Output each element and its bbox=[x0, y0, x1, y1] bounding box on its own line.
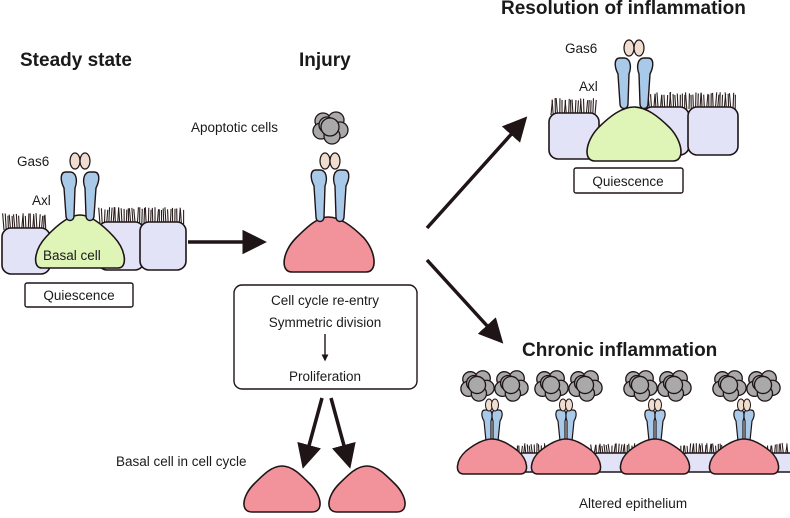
daughter-cell-label: Basal cell in cell cycle bbox=[116, 454, 247, 469]
title-chronic-inflammation: Chronic inflammation bbox=[522, 340, 717, 361]
gas6-ligand bbox=[738, 399, 751, 411]
altered-epithelium-label: Altered epithelium bbox=[579, 496, 687, 511]
apoptotic-cell-icon bbox=[495, 371, 528, 401]
steady-state-panel: Gas6 Axl Basal cell Quiescence bbox=[2, 153, 186, 307]
symmetric-division-label: Symmetric division bbox=[269, 315, 382, 330]
axl-receptor bbox=[615, 58, 653, 109]
apoptotic-cell-icon bbox=[713, 371, 746, 401]
gas6-label: Gas6 bbox=[565, 41, 597, 56]
chronic-inflammation-panel bbox=[457, 371, 790, 474]
gas6-ligand bbox=[486, 399, 499, 411]
apoptotic-cell-icon bbox=[747, 371, 780, 401]
title-steady-state: Steady state bbox=[20, 50, 132, 71]
arrow-to-chronic bbox=[427, 260, 500, 340]
axl-label: Axl bbox=[32, 193, 51, 208]
epithelial-cell bbox=[688, 107, 738, 155]
cell-cycle-reentry-label: Cell cycle re-entry bbox=[271, 293, 379, 308]
basal-cell-cycling bbox=[620, 439, 689, 474]
basal-cell-cycling bbox=[457, 439, 526, 474]
basal-cell-cycling bbox=[531, 439, 600, 474]
proliferation-label: Proliferation bbox=[289, 369, 361, 384]
gas6-ligand bbox=[560, 399, 573, 411]
title-resolution: Resolution of inflammation bbox=[501, 0, 746, 19]
daughter-basal-cell bbox=[329, 466, 405, 512]
quiescence-label: Quiescence bbox=[43, 288, 114, 303]
arrow-to-resolution bbox=[427, 120, 524, 228]
epithelial-cell bbox=[140, 222, 186, 270]
quiescence-label: Quiescence bbox=[592, 174, 663, 189]
arrow-to-daughter-right bbox=[331, 398, 349, 464]
apoptotic-cell-icon bbox=[569, 371, 602, 401]
axl-receptor bbox=[311, 170, 349, 222]
gas6-ligand bbox=[624, 40, 644, 56]
resolution-panel: Gas6 Axl Quiescence bbox=[549, 40, 738, 193]
apoptotic-cell-icon bbox=[658, 371, 691, 401]
gas6-label: Gas6 bbox=[17, 154, 49, 169]
basal-cell-cycling bbox=[284, 217, 374, 272]
basal-cell-label: Basal cell bbox=[43, 248, 101, 263]
injury-panel: Apoptotic cells Cell cycle re-entry Symm… bbox=[116, 112, 417, 512]
apoptotic-cell-icon bbox=[624, 371, 657, 401]
apoptotic-cell-icon bbox=[535, 371, 568, 401]
title-injury: Injury bbox=[299, 50, 351, 71]
apoptotic-cell-icon bbox=[461, 371, 494, 401]
apoptotic-cells-label: Apoptotic cells bbox=[191, 120, 278, 135]
axl-receptor bbox=[61, 172, 99, 221]
gas6-ligand bbox=[649, 399, 662, 411]
axl-label: Axl bbox=[579, 79, 598, 94]
daughter-basal-cell bbox=[244, 466, 320, 512]
gas6-ligand bbox=[70, 153, 90, 169]
apoptotic-cell-icon bbox=[313, 112, 348, 144]
apoptotic-cell-cluster bbox=[313, 112, 348, 144]
arrow-to-daughter-left bbox=[304, 398, 322, 464]
gas6-ligand bbox=[320, 153, 340, 169]
